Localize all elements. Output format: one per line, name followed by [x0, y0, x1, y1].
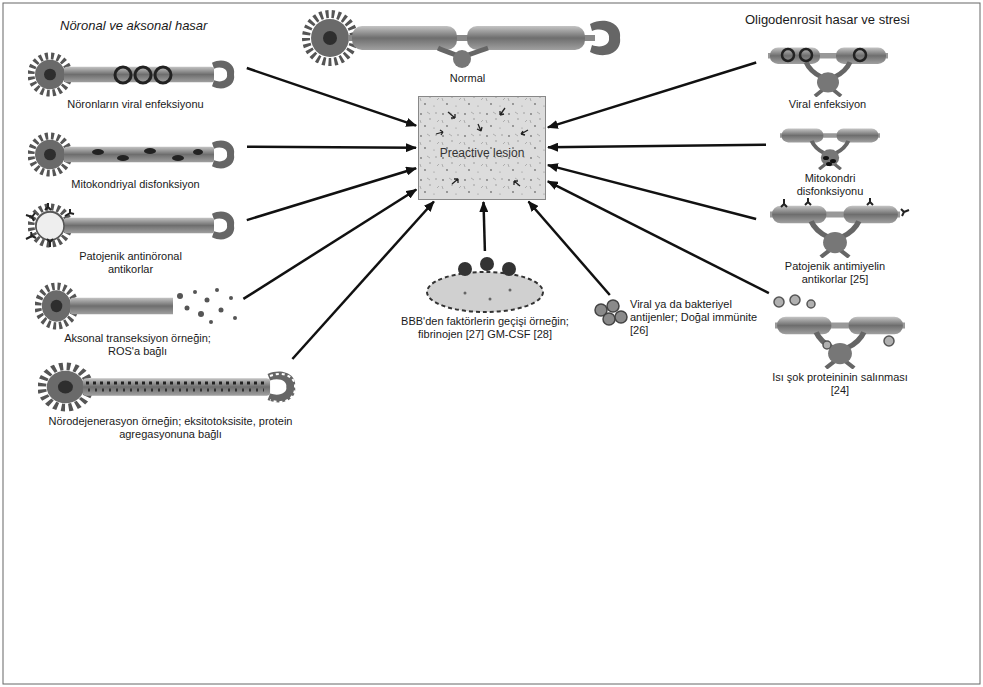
illustrated-node: Normal: [300, 8, 635, 85]
oligo-hsp: [774, 295, 905, 368]
arrow-connector: [548, 145, 766, 148]
oligo-viral: [768, 48, 888, 97]
bbb-vessel: [427, 257, 543, 312]
illustrated-node: Nöronların viral enfeksiyonu: [28, 52, 243, 111]
illustrated-node: Nörodejenerasyon örneğin; eksitotoksisit…: [38, 362, 303, 441]
neuron-degeneration: [42, 366, 296, 407]
antigen-cluster: [595, 300, 627, 325]
illustrated-node: Mitokondriyal disfonksiyon: [28, 132, 243, 191]
arrow-connector: [247, 68, 416, 126]
node-caption: Aksonal transeksiyon örneğin; ROS'a bağl…: [53, 332, 223, 358]
node-caption: Patojenik antinöronal antikorlar: [56, 250, 206, 276]
illustrated-node: Viral enfeksiyon: [760, 40, 895, 111]
neuron-viral: [31, 56, 234, 93]
node-caption: Mitokondri disfonksiyonu: [770, 172, 890, 198]
lesion-box: Preactive lesion: [418, 96, 546, 200]
lesion-texture: [418, 96, 546, 200]
arrow-connector: [484, 202, 485, 251]
node-caption: Nörodejenerasyon örneğin; eksitotoksisit…: [41, 415, 301, 441]
node-caption: Viral ya da bakteriyel antijenler; Doğal…: [630, 298, 760, 337]
illustrated-node: Patojenik antinöronal antikorlar: [18, 203, 243, 276]
node-caption: BBB'den faktörlerin geçişi örneğin; fibr…: [385, 315, 585, 341]
arrow-connector: [292, 202, 434, 360]
neuron-mito: [31, 136, 234, 173]
arrow-connector: [548, 165, 756, 219]
neuron-antibody: [26, 203, 234, 247]
node-caption: Nöronların viral enfeksiyonu: [36, 98, 236, 111]
normal-neuron: [306, 14, 620, 68]
arrow-connector: [548, 63, 756, 128]
arrow-connector: [243, 190, 416, 299]
oligo-mito: [780, 129, 880, 170]
illustrated-node: BBB'den faktörlerin geçişi örneğin; fibr…: [385, 255, 585, 341]
node-caption: Isı şok proteininin salınması [24]: [765, 371, 915, 397]
arrow-connector: [548, 181, 769, 293]
illustrated-node: Patojenik antimiyelin antikorlar [25]: [760, 198, 910, 286]
node-caption: Patojenik antimiyelin antikorlar [25]: [780, 260, 890, 286]
illustrated-node: Isı şok proteininin salınması [24]: [765, 295, 915, 397]
node-caption: Normal: [408, 72, 528, 85]
node-caption: Mitokondriyal disfonksiyon: [36, 178, 236, 191]
frame: [3, 3, 980, 684]
illustrated-node: Viral ya da bakteriyel antijenler; Doğal…: [592, 298, 762, 337]
illustrated-node: Mitokondri disfonksiyonu: [770, 122, 890, 198]
lesion-label: Preactive lesion: [422, 147, 542, 160]
node-caption: Viral enfeksiyon: [760, 98, 895, 111]
arrow-connector: [247, 146, 416, 149]
section-heading: Nöronal ve aksonal hasar: [60, 18, 207, 33]
arrow-connector: [529, 202, 610, 296]
arrow-connector: [247, 168, 416, 220]
neuron-transection: [38, 286, 243, 326]
illustrated-node: Aksonal transeksiyon örneğin; ROS'a bağl…: [35, 282, 240, 358]
oligo-antibody: [770, 198, 909, 257]
section-heading: Oligodenrosit hasar ve stresi: [745, 12, 910, 27]
